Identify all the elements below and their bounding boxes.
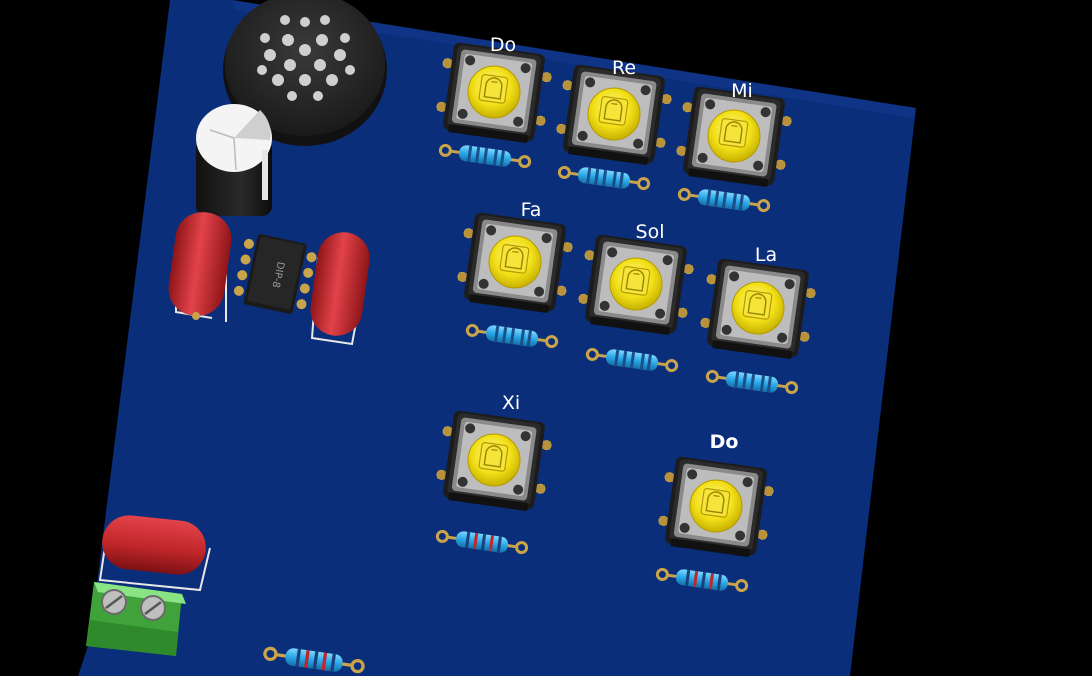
label-sol: Sol <box>636 221 665 243</box>
screw-terminal <box>86 582 186 656</box>
film-capacitor-right <box>310 232 370 346</box>
film-capacitor-bottom <box>98 515 211 592</box>
film-capacitor-left <box>168 212 232 322</box>
ic-marking: DIP-8 <box>270 260 286 288</box>
label-do-high: Do <box>710 431 739 453</box>
label-fa: Fa <box>521 199 542 221</box>
electrolytic-capacitor <box>196 104 272 216</box>
speaker-buzzer <box>223 0 387 146</box>
label-xi: Xi <box>502 392 520 414</box>
label-do: Do <box>490 34 516 56</box>
label-mi: Mi <box>731 80 753 102</box>
label-re: Re <box>612 57 636 79</box>
ic-dip8: DIP-8 <box>233 234 317 314</box>
label-la: La <box>755 244 777 266</box>
